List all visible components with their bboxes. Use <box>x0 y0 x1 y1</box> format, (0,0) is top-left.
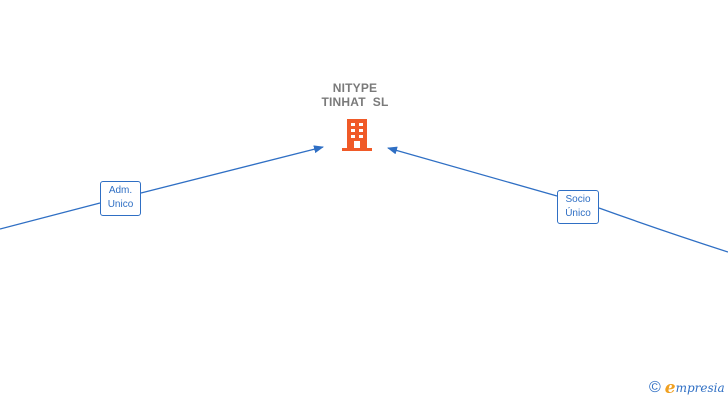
edge-label-adm-unico[interactable]: Adm. Unico <box>100 181 141 216</box>
edge-label-line2: Unico <box>107 199 134 210</box>
company-name-line1: NITYPE <box>332 81 378 95</box>
edge-label-line2: Único <box>565 208 591 219</box>
watermark: © e mpresia <box>649 378 725 398</box>
company-name[interactable]: NITYPE TINHAT SL <box>295 81 415 109</box>
brand-logo-letter: e <box>664 378 676 398</box>
edge-socio-unico <box>388 148 728 253</box>
edge-label-socio-unico[interactable]: Socio Único <box>557 190 599 224</box>
edge-adm-unico <box>0 147 323 230</box>
copyright-icon: © <box>649 379 661 396</box>
company-name-line2: TINHAT SL <box>321 95 389 109</box>
edge-label-line1: Adm. <box>108 185 133 196</box>
edge-label-line1: Socio <box>565 194 591 205</box>
brand-logo-text: mpresia <box>675 381 725 395</box>
building-icon[interactable] <box>341 117 373 152</box>
